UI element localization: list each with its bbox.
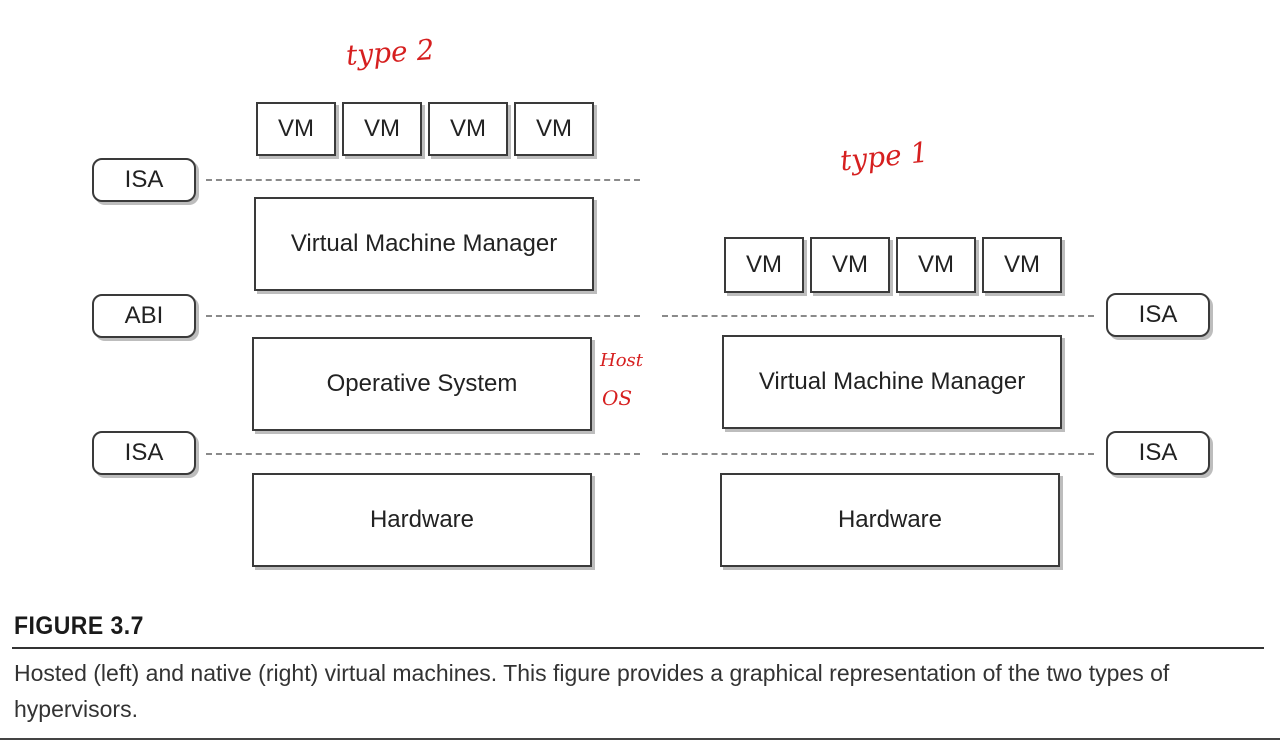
os-annotation: OS <box>602 386 633 410</box>
native-vm-1: VM <box>724 237 804 293</box>
native-isa-bottom-line <box>662 453 1094 455</box>
hosted-os-box: Operative System <box>252 337 592 431</box>
hosted-vm-3: VM <box>428 102 508 156</box>
hosted-hardware-box: Hardware <box>252 473 592 567</box>
caption-divider <box>12 647 1264 649</box>
hosted-isa-bottom-line <box>206 453 640 455</box>
hosted-vm-1: VM <box>256 102 336 156</box>
figure-label: FIGURE 3.7 <box>14 612 144 640</box>
hosted-vm-2: VM <box>342 102 422 156</box>
native-isa-top-line <box>662 315 1094 317</box>
native-hardware-box: Hardware <box>720 473 1060 567</box>
host-annotation: Host <box>600 350 644 371</box>
hosted-abi-line <box>206 315 640 317</box>
hosted-abi-label: ABI <box>92 294 196 338</box>
type-2-annotation: type 2 <box>344 32 436 73</box>
native-vmm-box: Virtual Machine Manager <box>722 335 1062 429</box>
native-vm-4: VM <box>982 237 1062 293</box>
hosted-vmm-box: Virtual Machine Manager <box>254 197 594 291</box>
hosted-isa-top-label: ISA <box>92 158 196 202</box>
native-isa-top-label: ISA <box>1106 293 1210 337</box>
figure-caption: Hosted (left) and native (right) virtual… <box>14 660 1170 722</box>
hosted-isa-bottom-label: ISA <box>92 431 196 475</box>
native-isa-bottom-label: ISA <box>1106 431 1210 475</box>
native-vm-2: VM <box>810 237 890 293</box>
hosted-vm-4: VM <box>514 102 594 156</box>
native-vm-3: VM <box>896 237 976 293</box>
hosted-isa-top-line <box>206 179 640 181</box>
type-1-annotation: type 1 <box>838 135 930 178</box>
bottom-divider <box>0 738 1280 740</box>
